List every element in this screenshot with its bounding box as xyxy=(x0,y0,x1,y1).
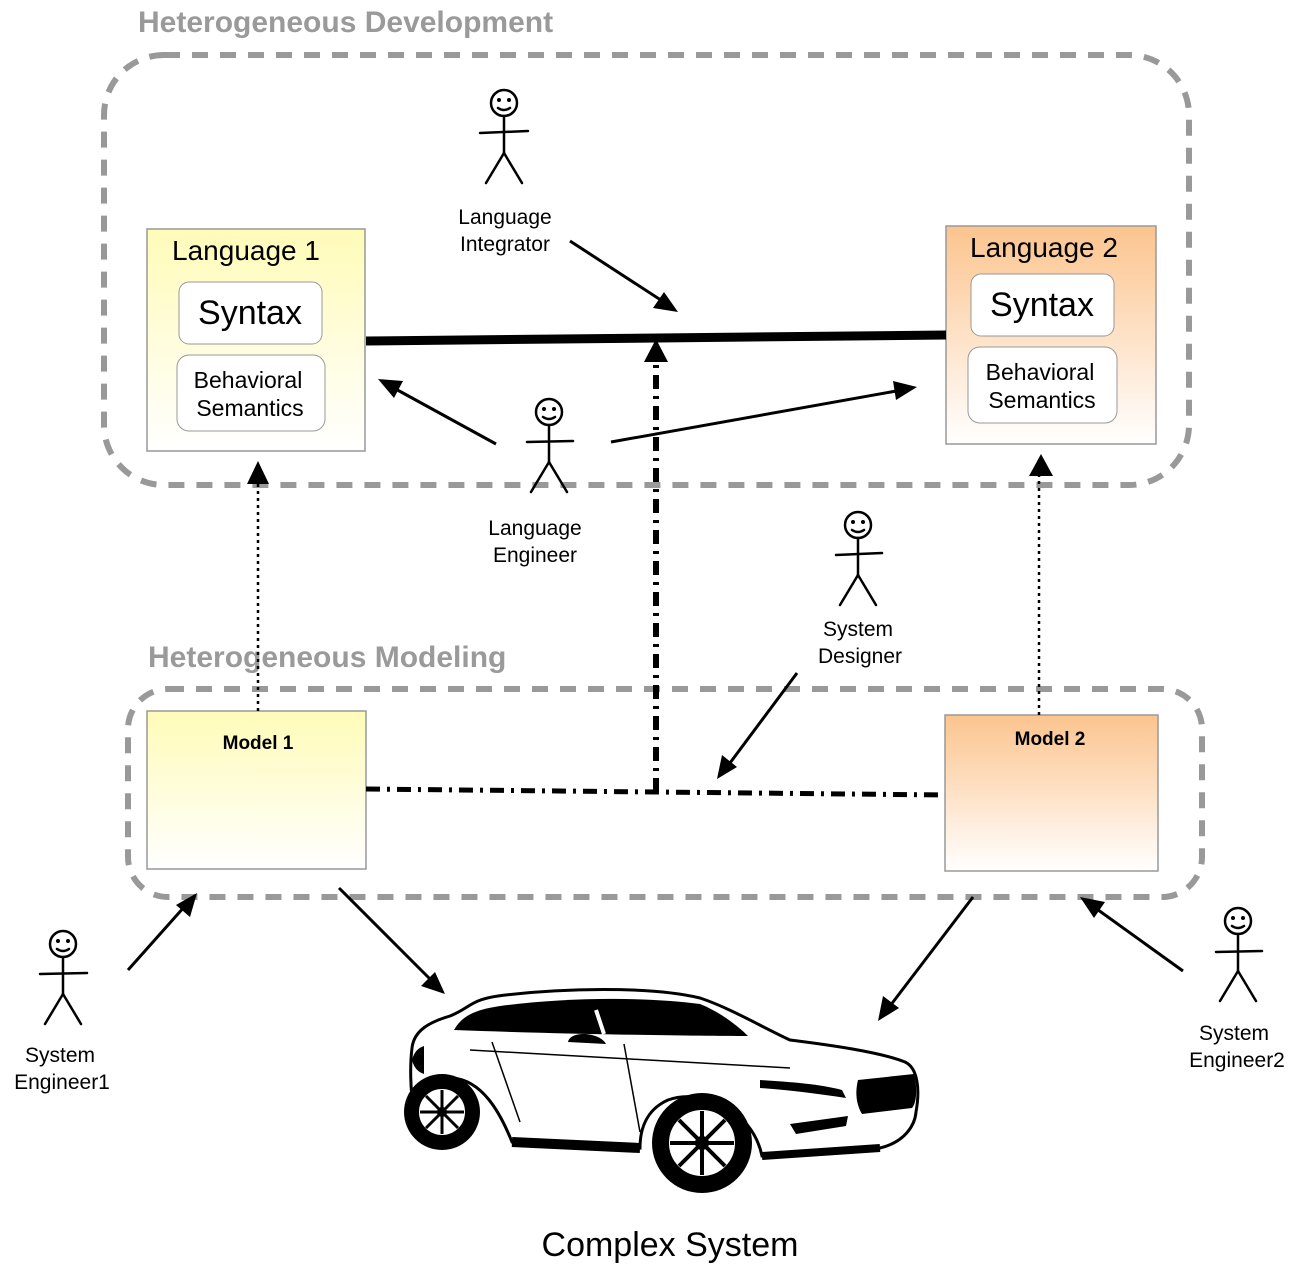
engineer2-arrow xyxy=(1093,905,1184,973)
integrator-arrowhead xyxy=(653,292,678,312)
coordination-derivation-arrowhead xyxy=(644,339,668,362)
language-1-semantics-line2: Semantics xyxy=(196,395,303,421)
language-engineer-label-line1: Language xyxy=(488,517,581,540)
language-integrator-figure xyxy=(478,88,530,185)
system-engineer2-figure xyxy=(1214,906,1264,1003)
language-integrator-label-line1: Language xyxy=(458,206,551,229)
development-region xyxy=(101,52,1192,488)
model-2-title: Model 2 xyxy=(1015,729,1086,750)
system-engineer2-label-line1: System xyxy=(1199,1022,1269,1045)
complex-system-caption: Complex System xyxy=(542,1226,799,1264)
language-2-box: Language 2 Syntax Behavioral Semantics xyxy=(945,225,1157,445)
engineer1-arrowhead xyxy=(176,893,197,917)
modeling-region xyxy=(125,686,1205,900)
model-1-title: Model 1 xyxy=(223,733,294,754)
language-integrator-label-line2: Integrator xyxy=(460,233,550,256)
engineer-to-language-1-arrowhead xyxy=(378,379,403,398)
language-2-syntax-box xyxy=(970,273,1115,337)
development-region-title: Heterogeneous Development xyxy=(138,6,553,39)
engineer2-arrowhead xyxy=(1080,897,1105,918)
language-1-syntax: Syntax xyxy=(198,294,302,332)
modeling-region-title: Heterogeneous Modeling xyxy=(148,641,506,674)
language-engineer-figure xyxy=(525,397,575,494)
model-1-box: Model 1 xyxy=(146,710,367,870)
system-engineer1-label-line2: Engineer1 xyxy=(14,1071,110,1094)
language-coordination-line xyxy=(365,330,947,346)
engineer-to-language-1-arrow xyxy=(391,385,497,446)
language-2-semantics-line1: Behavioral xyxy=(986,359,1095,385)
system-designer-icon xyxy=(834,510,884,607)
language-2-syntax: Syntax xyxy=(990,286,1094,324)
system-designer-figure xyxy=(834,510,884,607)
model-2-box: Model 2 xyxy=(944,714,1159,872)
model-1-to-system-arrow xyxy=(337,886,435,984)
system-engineer2-icon xyxy=(1214,906,1264,1003)
model-2-to-system-arrowhead xyxy=(878,996,899,1021)
language-1-semantics-line1: Behavioral xyxy=(194,367,303,393)
system-engineer1-label-line1: System xyxy=(25,1044,95,1067)
model-2-to-system-arrow xyxy=(888,896,975,1007)
language-1-semantics-box xyxy=(176,354,326,432)
language-engineer-label-line2: Engineer xyxy=(493,544,577,567)
model-1-to-system-arrowhead xyxy=(421,972,445,994)
engineer-to-language-2-arrow xyxy=(610,388,903,444)
system-engineer2-label-line2: Engineer2 xyxy=(1189,1049,1285,1072)
model-2-conforms-arrowhead xyxy=(1029,454,1053,476)
language-1-title: Language 1 xyxy=(172,235,320,266)
designer-arrow xyxy=(725,672,799,768)
language-integrator-icon xyxy=(478,88,530,185)
engineer1-arrow xyxy=(126,905,187,971)
language-2-semantics-box xyxy=(967,346,1118,424)
language-2-title: Language 2 xyxy=(970,232,1118,263)
system-engineer1-figure xyxy=(38,929,89,1026)
designer-arrowhead xyxy=(717,755,737,779)
car-icon xyxy=(404,988,920,1193)
language-2-semantics-line2: Semantics xyxy=(988,387,1095,413)
system-designer-label-line1: System xyxy=(823,618,893,641)
model-1-conforms-arrowhead xyxy=(247,461,269,484)
system-engineer1-icon xyxy=(38,929,89,1026)
integrator-arrow xyxy=(569,239,671,308)
language-engineer-icon xyxy=(525,397,575,494)
language-1-syntax-box xyxy=(178,281,323,345)
language-1-box: Language 1 Syntax Behavioral Semantics xyxy=(146,228,366,452)
engineer-to-language-2-arrowhead xyxy=(893,381,917,400)
system-designer-label-line2: Designer xyxy=(818,645,902,668)
